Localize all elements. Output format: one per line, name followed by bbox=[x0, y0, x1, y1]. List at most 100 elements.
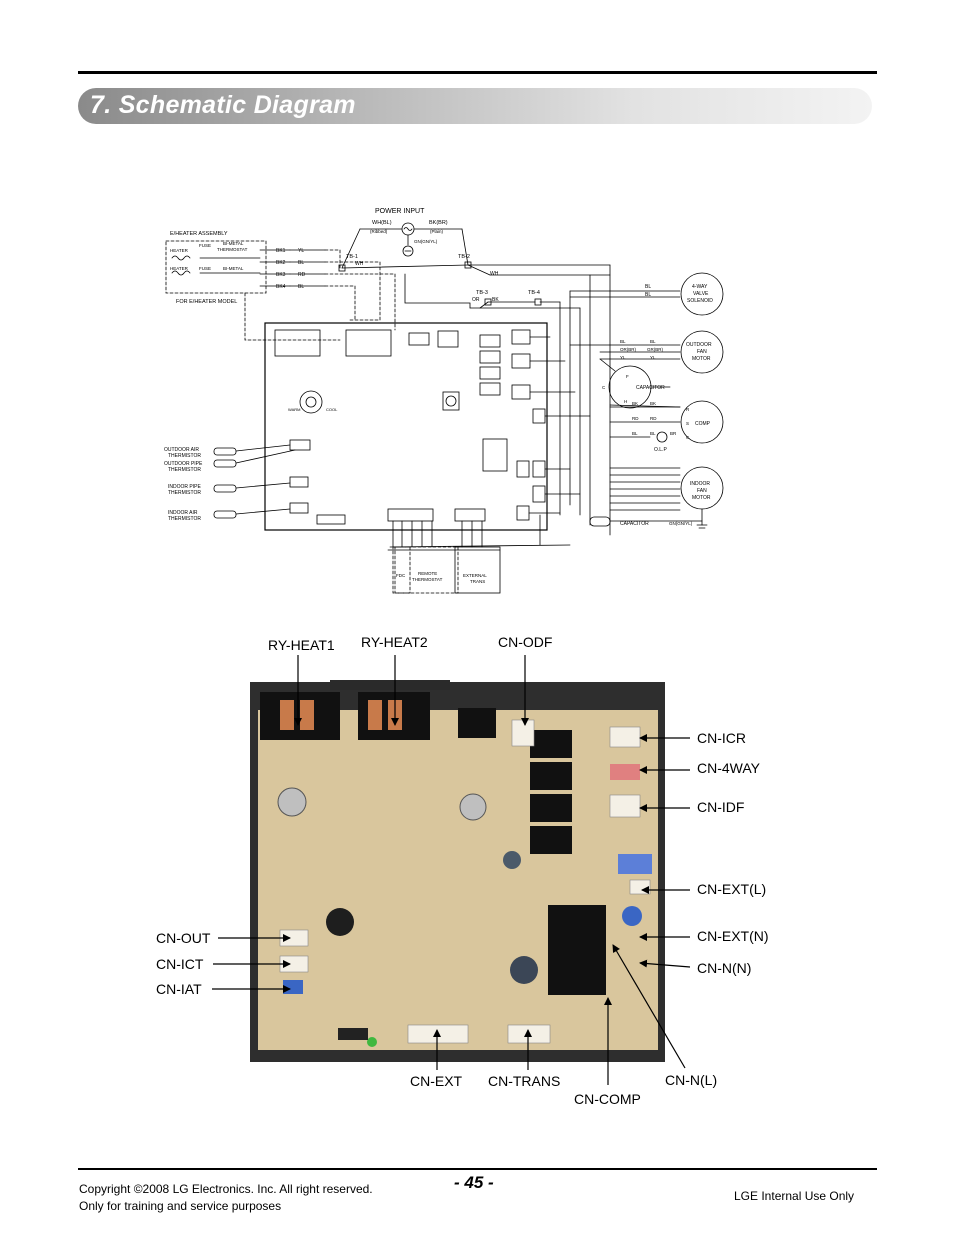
fdc-label: FDC bbox=[396, 573, 406, 578]
valve-label-2: VALVE bbox=[693, 291, 709, 297]
ext-trans-label-1: EXTERNAL bbox=[463, 573, 487, 578]
ofan-yl-label: YL bbox=[620, 355, 626, 360]
cool-label: COOL bbox=[326, 407, 338, 412]
ground-label: GN(GN/YL) bbox=[414, 239, 438, 244]
label-cn-n-n: CN-N(N) bbox=[697, 960, 751, 976]
comp-bl-label: BL bbox=[632, 431, 638, 436]
bk1-label: BK1 bbox=[276, 248, 286, 254]
tb1-label: TB-1 bbox=[346, 254, 358, 260]
top-rule bbox=[78, 71, 877, 74]
label-cn-ext: CN-EXT bbox=[410, 1073, 463, 1089]
valve-label-3: SOLENOID bbox=[687, 298, 713, 304]
heater-label: HEATER bbox=[170, 248, 189, 253]
indoor-fan-label-2: FAN bbox=[697, 488, 707, 494]
outdoor-fan-label-3: MOTOR bbox=[692, 356, 711, 362]
outdoor-fan-label-2: FAN bbox=[697, 349, 707, 355]
iat-label-1: INDOOR AIR bbox=[168, 510, 198, 516]
outdoor-fan-label-1: OUTDOOR bbox=[686, 342, 712, 348]
comp-bk-label: BK bbox=[632, 401, 638, 406]
comp-s-label: S bbox=[686, 421, 689, 426]
ipt-label-1: INDOOR PIPE bbox=[168, 484, 201, 490]
fuse-label: FUSE bbox=[199, 243, 211, 248]
olp-label: O.L.P bbox=[654, 447, 667, 453]
wire-bk-br-label: BK(BR) bbox=[429, 220, 448, 226]
ofan-bl-label: BL bbox=[620, 339, 626, 344]
warm-label: WARM bbox=[288, 407, 301, 412]
wire-bl3-label: BL bbox=[645, 284, 651, 290]
wire-bl4-label: BL bbox=[645, 292, 651, 298]
power-input-label: POWER INPUT bbox=[375, 208, 425, 215]
ground2-label: GN(GN/YL) bbox=[669, 521, 693, 526]
cap-c-label: C bbox=[602, 385, 606, 390]
opt-label-1: OUTDOOR PIPE bbox=[164, 461, 203, 467]
arrow-cn-n-n bbox=[639, 959, 691, 968]
page-number: - 45 - bbox=[454, 1173, 494, 1192]
wire-yl-label: YL bbox=[298, 248, 304, 254]
label-ry-heat1: RY-HEAT1 bbox=[268, 637, 335, 653]
tb2-label: TB-2 bbox=[458, 254, 470, 260]
fuse2-label: FUSE bbox=[199, 266, 211, 271]
comp-bl2-label: BL bbox=[650, 431, 656, 436]
wire-wh2-label: WH bbox=[490, 271, 499, 277]
wire-or-label: OR bbox=[472, 297, 480, 303]
wire-ribbed-label: (Ribbed) bbox=[370, 229, 388, 234]
label-cn-ext-n: CN-EXT(N) bbox=[697, 928, 769, 944]
label-cn-out: CN-OUT bbox=[156, 930, 211, 946]
ofan-bl2-label: BL bbox=[650, 339, 656, 344]
label-cn-idf: CN-IDF bbox=[697, 799, 744, 815]
capacitor2-label: CAPACITOR bbox=[620, 521, 649, 527]
indoor-fan-label-3: MOTOR bbox=[692, 495, 711, 501]
ofan-or-label: OR(BR) bbox=[620, 347, 636, 352]
indoor-fan-label-1: INDOOR bbox=[690, 481, 710, 487]
bk4-label: BK4 bbox=[276, 284, 286, 290]
remote-label-1: REMOTE bbox=[418, 571, 437, 576]
label-cn-iat: CN-IAT bbox=[156, 981, 202, 997]
bk3-label: BK3 bbox=[276, 272, 286, 278]
arrow-cn-n-l bbox=[612, 944, 686, 1069]
label-cn-comp: CN-COMP bbox=[574, 1091, 641, 1107]
wire-wh-label: WH bbox=[355, 261, 364, 267]
wiring-schematic: POWER INPUT WH(BL) (Ribbed) BK(BR) (Plai… bbox=[164, 208, 724, 594]
thermostat-label: THERMOSTAT bbox=[217, 247, 248, 252]
comp-r-label: R bbox=[686, 407, 690, 412]
page-title: 7. Schematic Diagram bbox=[90, 91, 356, 119]
opt-label-2: THERMISTOR bbox=[168, 467, 201, 473]
valve-label-1: 4-WAY bbox=[692, 284, 708, 290]
wire-bl2-label: BL bbox=[298, 284, 304, 290]
ofan-gr-label: GR(BR) bbox=[647, 347, 663, 352]
iat-label-2: THERMISTOR bbox=[168, 516, 201, 522]
label-cn-ext-l: CN-EXT(L) bbox=[697, 881, 766, 897]
comp-rd-label: RD bbox=[632, 416, 639, 421]
comp-bk2-label: BK bbox=[650, 401, 656, 406]
wire-wh-bl-label: WH(BL) bbox=[372, 220, 392, 226]
bimetal-label: BI-METAL bbox=[223, 241, 244, 246]
cap-f-label: F bbox=[626, 374, 629, 379]
pcb-photo: RY-HEAT1 RY-HEAT2 CN-ODF CN-ICR CN-4WAY … bbox=[156, 634, 769, 1107]
ofan-yl2-label: YL bbox=[650, 355, 656, 360]
label-cn-odf: CN-ODF bbox=[498, 634, 552, 650]
wire-plain-label: (Plain) bbox=[430, 229, 444, 234]
section-title-bar: 7. Schematic Diagram bbox=[78, 88, 872, 124]
tb3-label: TB-3 bbox=[476, 290, 488, 296]
pcb bbox=[258, 710, 658, 1050]
label-cn-ict: CN-ICT bbox=[156, 956, 204, 972]
heater2-label: HEATER bbox=[170, 266, 189, 271]
copyright-line-1: Copyright ©2008 LG Electronics. Inc. All… bbox=[79, 1182, 373, 1196]
wire-bl-label: BL bbox=[298, 260, 304, 266]
label-cn-n-l: CN-N(L) bbox=[665, 1072, 717, 1088]
comp-rd2-label: RD bbox=[650, 416, 657, 421]
copyright: Copyright ©2008 LG Electronics. Inc. All… bbox=[79, 1181, 373, 1215]
wire-bk-label: BK bbox=[492, 297, 499, 303]
label-cn-icr: CN-ICR bbox=[697, 730, 746, 746]
bimetal2-label: BI-METAL bbox=[223, 266, 244, 271]
ext-trans-label-2: TRANS bbox=[470, 579, 485, 584]
label-ry-heat2: RY-HEAT2 bbox=[361, 634, 428, 650]
ipt-label-2: THERMISTOR bbox=[168, 490, 201, 496]
tb4-label: TB-4 bbox=[528, 290, 540, 296]
oat-label-1: OUTDOOR AIR bbox=[164, 447, 199, 453]
comp-c-label: C bbox=[686, 435, 690, 440]
wire-rd-label: RD bbox=[298, 272, 306, 278]
eheater-assembly-label: E/HEATER ASSEMBLY bbox=[170, 231, 228, 237]
cap-h-label: H bbox=[624, 399, 627, 404]
oat-label-2: THERMISTOR bbox=[168, 453, 201, 459]
